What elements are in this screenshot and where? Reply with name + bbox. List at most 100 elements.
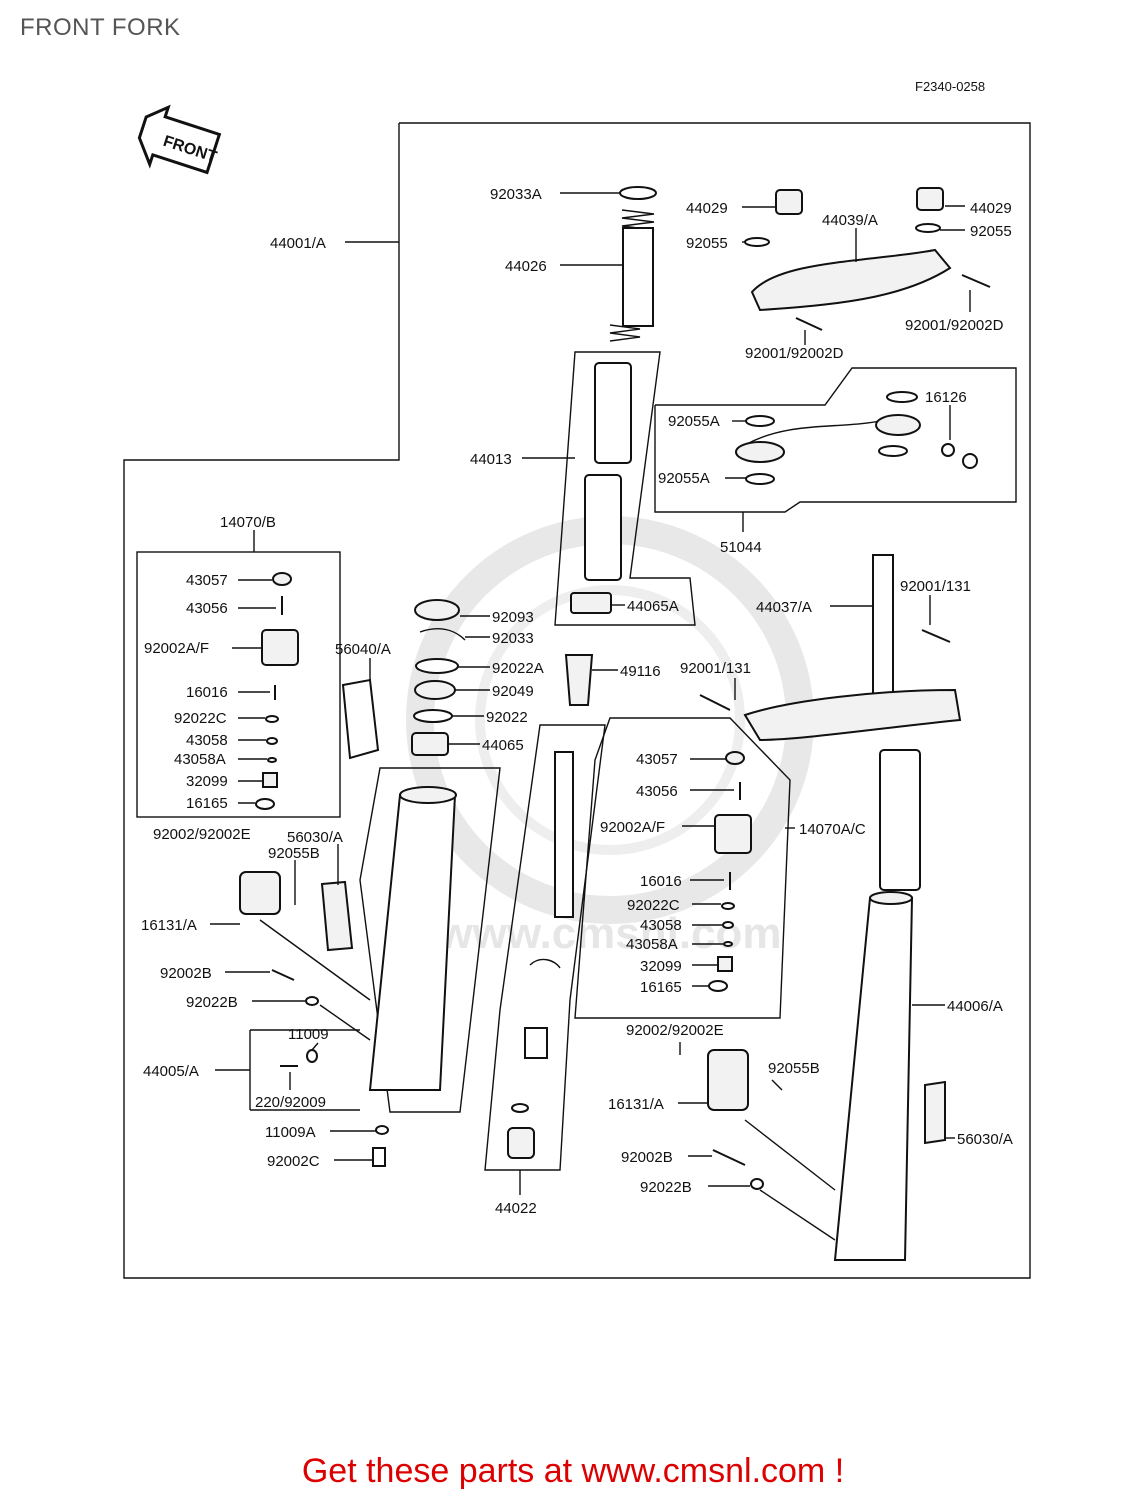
label-43056-right: 43056 — [636, 783, 678, 800]
label-14070AC: 14070A/C — [799, 821, 866, 838]
washer-44022 — [511, 1103, 529, 1113]
label-51044: 51044 — [720, 539, 762, 556]
label-44037A: 44037/A — [756, 599, 812, 616]
dust-boot-49116 — [564, 654, 594, 706]
footer-link[interactable]: Get these parts at www.cmsnl.com ! — [301, 1452, 845, 1490]
label-92022: 92022 — [486, 709, 528, 726]
label-56030A-right: 56030/A — [957, 1131, 1013, 1148]
bolt-92001-131-left — [699, 694, 731, 711]
plug-32099-right — [717, 956, 733, 972]
label-44026: 44026 — [505, 258, 547, 275]
label-sheet-56030A-left — [320, 880, 354, 952]
label-44029-right: 44029 — [970, 200, 1012, 217]
fork-tube-44013-upper — [594, 362, 632, 464]
label-16016-left: 16016 — [186, 684, 228, 701]
label-92049: 92049 — [492, 683, 534, 700]
label-92001-131-top: 92001/131 — [900, 578, 971, 595]
label-92055-right: 92055 — [970, 223, 1012, 240]
diagram-code: F2340-0258 — [915, 79, 985, 94]
washer-92022C-right — [721, 902, 735, 910]
fork-tube-44013-lower — [584, 474, 622, 581]
o-ring-92033A — [619, 186, 657, 200]
bracket-16131A-left — [239, 871, 281, 915]
plug-32099-left — [262, 772, 278, 788]
label-11009: 11009 — [288, 1026, 329, 1043]
clip-92033 — [419, 628, 466, 641]
label-92022C-left: 92022C — [174, 710, 227, 727]
cap-16165-right — [708, 980, 728, 992]
label-16016-right: 16016 — [640, 873, 682, 890]
label-92001-131-left: 92001/131 — [680, 660, 751, 677]
label-16165-left: 16165 — [186, 795, 228, 812]
label-92055A-bottom: 92055A — [658, 470, 710, 487]
fork-spring-44026 — [622, 227, 654, 327]
cap-43057-left — [272, 572, 292, 586]
label-92055A-top: 92055A — [668, 413, 720, 430]
label-43058A-right: 43058A — [626, 936, 678, 953]
o-ring-92055A-top — [745, 415, 775, 427]
cap-44029-left — [775, 189, 803, 215]
bushing-44065A — [570, 592, 612, 614]
front-arrow-icon: FRONT — [137, 104, 222, 175]
label-43058A-left: 43058A — [174, 751, 226, 768]
ring-44022 — [529, 958, 561, 969]
label-44006A: 44006/A — [947, 998, 1003, 1015]
ring-43058-right — [722, 921, 734, 929]
label-44005A: 44005/A — [143, 1063, 199, 1080]
label-92002AF-right: 92002A/F — [600, 819, 665, 836]
label-16131A-left: 16131/A — [141, 917, 197, 934]
spring-bottom — [609, 324, 641, 342]
bolt-92001-131-top — [921, 629, 951, 643]
label-92002C: 92002C — [267, 1153, 320, 1170]
label-44039A: 44039/A — [822, 212, 878, 229]
leader-lines — [210, 192, 971, 1241]
group-box-14070B — [136, 551, 341, 818]
label-92002AF-left: 92002A/F — [144, 640, 209, 657]
group-box-44022 — [484, 724, 606, 1171]
label-92093: 92093 — [492, 609, 534, 626]
label-56040A: 56040/A — [335, 641, 391, 658]
handlebar-clamp-left — [735, 441, 785, 463]
label-92001-92002D-right: 92001/92002D — [905, 317, 1004, 334]
label-92033: 92033 — [492, 630, 534, 647]
ring-43058A-right — [723, 941, 733, 947]
bolt-92001-left — [795, 317, 823, 331]
spring-44022 — [524, 1027, 548, 1059]
cap-16165-left — [255, 798, 275, 810]
inner-tube-right — [879, 749, 921, 891]
ring-43058-left — [266, 737, 278, 745]
piece-44022 — [507, 1127, 535, 1159]
label-16165-right: 16165 — [640, 979, 682, 996]
outer-tube-top-left — [399, 786, 457, 804]
group-box-51044 — [654, 367, 1017, 513]
part-labels: 44001/A 92033A 44026 44029 44029 92055 9… — [141, 186, 1013, 1217]
page-title: FRONT FORK — [20, 14, 181, 41]
label-16126: 16126 — [925, 389, 967, 406]
label-92002-92002E-left: 92002/92002E — [153, 826, 251, 843]
damper-rod-44022 — [554, 751, 574, 918]
label-92001-92002D-left: 92001/92002D — [745, 345, 844, 362]
label-92055-left: 92055 — [686, 235, 728, 252]
label-92022B-left: 92022B — [186, 994, 238, 1011]
label-32099-right: 32099 — [640, 958, 682, 975]
cap-43057-right — [725, 751, 745, 765]
handlebar-clamp-right — [875, 414, 921, 436]
group-box-14070AC — [574, 717, 791, 1019]
bolt-92002B-left — [271, 969, 295, 981]
o-ring-16126-top — [886, 391, 918, 403]
label-92055B-right: 92055B — [768, 1060, 820, 1077]
label-44001A: 44001/A — [270, 235, 326, 252]
label-sheet-56040A — [341, 678, 380, 760]
washer-92022 — [413, 709, 453, 723]
housing-right — [714, 814, 752, 854]
o-ring-92055-right — [915, 223, 941, 233]
label-44029-left: 44029 — [686, 200, 728, 217]
seal-92049 — [414, 680, 456, 700]
label-92002B-left: 92002B — [160, 965, 212, 982]
ring-43058A-left — [267, 757, 277, 763]
assembly-outline — [123, 122, 1031, 1279]
ring-92022A — [415, 658, 459, 674]
label-43058-right: 43058 — [640, 917, 682, 934]
exploded-parts-diagram: www.cmsnl.com F2340-0258 FRONT — [123, 79, 1031, 1279]
outer-tube-top-right — [869, 891, 913, 905]
